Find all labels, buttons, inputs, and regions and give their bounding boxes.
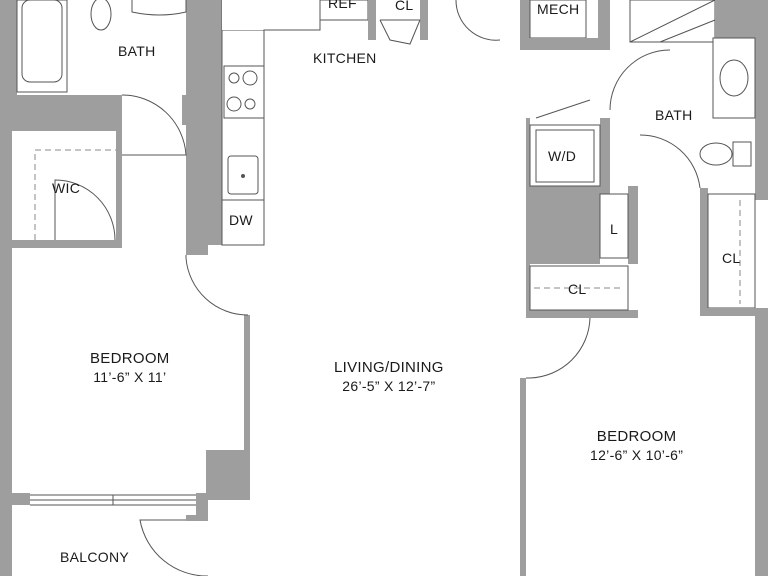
label-bedroom-left: BEDROOM 11’-6” X 11’ xyxy=(90,350,170,386)
burner-4 xyxy=(244,98,256,110)
wall-mech-bottom xyxy=(520,38,610,50)
cl-top-swing xyxy=(455,0,501,41)
wall-cl-right-bottom xyxy=(700,308,768,316)
wall-cl-mid-bottom xyxy=(526,310,638,318)
bedroom-right-name: BEDROOM xyxy=(596,428,677,445)
wall-wd-block xyxy=(526,186,600,264)
toilet-right-tank xyxy=(732,141,752,167)
label-cl-top: CL xyxy=(395,0,414,13)
wall-ref-right xyxy=(368,0,376,40)
wall-bath-left-top xyxy=(12,0,17,95)
label-wic: WIC xyxy=(52,180,81,196)
cl-top-doors xyxy=(379,19,421,45)
wall-wic-bottom xyxy=(12,240,122,248)
bedroom-left-name: BEDROOM xyxy=(90,350,170,367)
shower-diag xyxy=(629,0,716,43)
wall-bath-left-bottom-2 xyxy=(182,95,208,125)
label-linen: L xyxy=(610,221,619,237)
wall-bedroom-left-top-stub xyxy=(186,245,208,255)
wall-left-upper xyxy=(0,0,12,130)
wic-interior xyxy=(12,131,116,240)
bath-left-door-swing xyxy=(121,94,187,156)
wall-left-exterior xyxy=(0,0,12,576)
wic-shelf-dash xyxy=(34,149,116,240)
l-box xyxy=(599,193,629,259)
label-kitchen: KITCHEN xyxy=(313,50,377,66)
wall-bedroom-right-left xyxy=(520,378,526,576)
toilet-left xyxy=(90,0,112,31)
wall-bath-right-top xyxy=(715,0,755,38)
wall-wd-right xyxy=(600,118,610,198)
wall-cl-top-right xyxy=(420,0,428,40)
sink-right xyxy=(719,59,749,97)
bedroom-right-dim: 12’-6” X 10’-6” xyxy=(590,447,684,463)
wd-door-swing xyxy=(535,99,591,119)
wall-bedroom-right-right xyxy=(755,316,768,576)
wall-wic-top xyxy=(12,125,122,131)
wall-balcony-right xyxy=(196,493,208,515)
mech-box xyxy=(529,0,587,39)
kitchen-counter-edge xyxy=(263,0,321,245)
burner-3 xyxy=(226,96,242,112)
bedroom-left-door-swing xyxy=(185,255,249,316)
burner-1 xyxy=(228,72,240,84)
bath-right-door-swing xyxy=(609,49,671,111)
wic-door-swing xyxy=(54,179,116,241)
living-dim: 26’-5” X 12’-7” xyxy=(342,378,436,394)
label-cl-right: CL xyxy=(722,250,741,266)
balcony-door-swing xyxy=(139,519,208,576)
label-balcony: BALCONY xyxy=(60,549,130,565)
wall-balcony-left xyxy=(12,493,30,505)
living-name: LIVING/DINING xyxy=(334,359,444,376)
label-bath-left: BATH xyxy=(118,43,156,59)
label-mech: MECH xyxy=(537,1,580,17)
label-dw: DW xyxy=(229,212,253,228)
bath-right-door-swing-2 xyxy=(639,134,701,189)
sink-left xyxy=(131,0,187,16)
cl-right-box xyxy=(707,193,756,309)
burner-2 xyxy=(242,70,258,86)
kitchen-wall-top xyxy=(222,0,320,30)
label-wd: W/D xyxy=(548,148,577,164)
wall-mech-right xyxy=(598,0,610,50)
wall-balcony-bottom-stub xyxy=(186,515,208,521)
wall-bedroom-left-notch xyxy=(206,450,250,500)
label-bedroom-right: BEDROOM 12’-6” X 10’-6” xyxy=(590,428,683,464)
label-bath-right: BATH xyxy=(655,107,693,123)
toilet-right xyxy=(699,142,733,166)
wall-cl-right-left xyxy=(700,188,708,313)
wall-bedroom-left-right xyxy=(244,315,250,450)
wd-inner xyxy=(535,129,595,183)
dw-box xyxy=(221,199,265,246)
wall-bath-right-right xyxy=(755,0,768,200)
wall-l-right xyxy=(628,186,638,264)
wall-wic-right xyxy=(116,125,122,247)
bathtub-inner xyxy=(21,0,63,83)
bedroom-left-dim: 11’-6” X 11’ xyxy=(93,369,167,385)
label-living: LIVING/DINING 26’-5” X 12’-7” xyxy=(334,359,444,395)
label-ref: REF xyxy=(328,0,357,11)
wall-mech-left xyxy=(520,0,530,50)
kitchen-sink-drain xyxy=(241,174,245,178)
bedroom-right-door-swing xyxy=(526,317,591,379)
label-cl-mid: CL xyxy=(568,281,587,297)
kitchen-wall-left xyxy=(208,0,222,245)
wall-bath-left-bottom xyxy=(12,95,122,125)
